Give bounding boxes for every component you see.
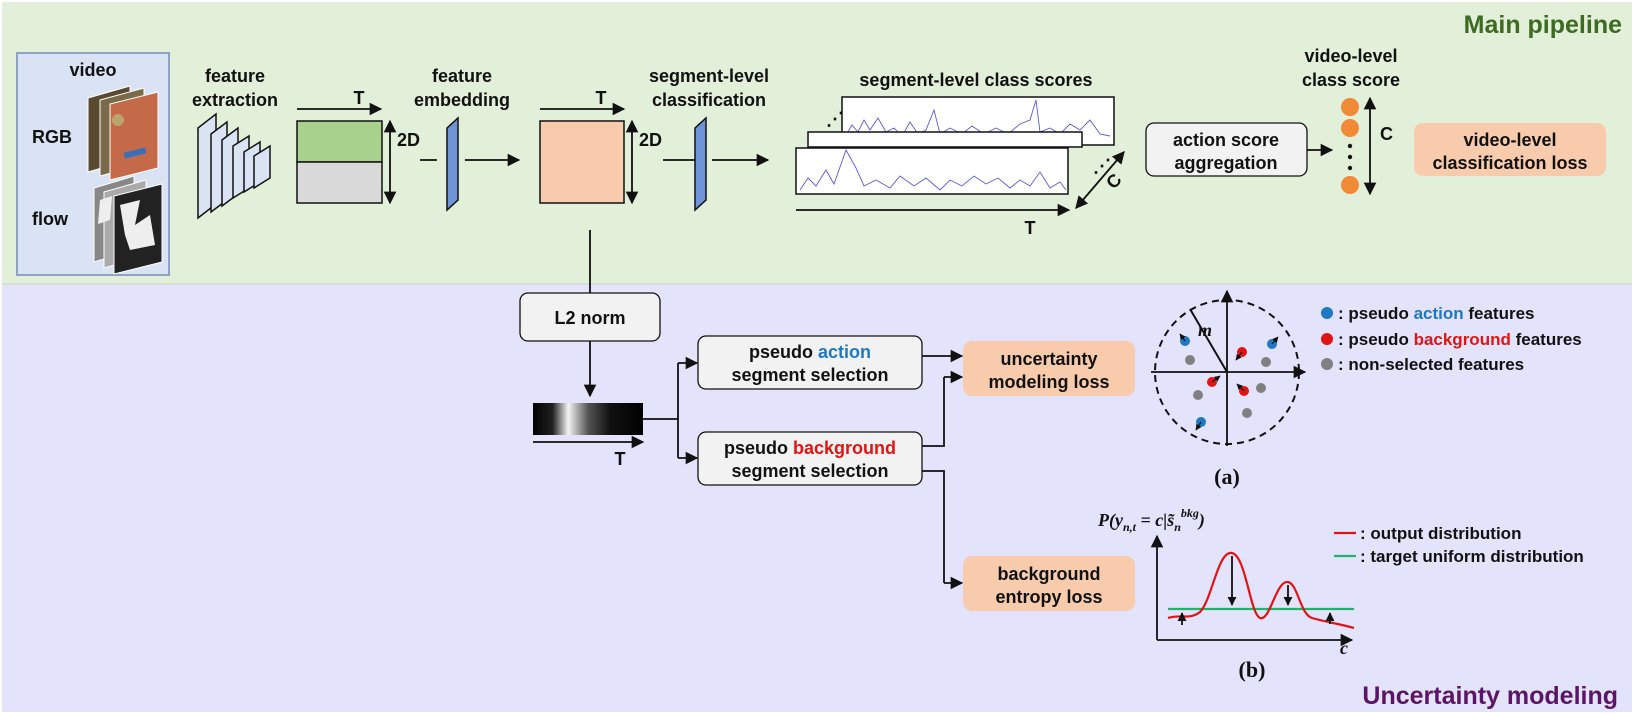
svg-text:2D: 2D [639,130,662,150]
svg-text:: pseudo background features: : pseudo background features [1338,330,1582,349]
video-score-vector: C [1341,96,1393,196]
feature-extraction-label: feature [205,66,265,86]
caption-b: (b) [1239,657,1266,682]
legend-features: : pseudo action features : pseudo backgr… [1321,304,1582,374]
video-score-label: video-level [1304,46,1397,66]
l2-norm-attention-strip [533,403,643,435]
feature-embedding-label: feature [432,66,492,86]
video-input: video RGB flow [16,52,170,276]
uncertainty-modeling-title: Uncertainty modeling [1362,682,1618,710]
svg-text:: output distribution: : output distribution [1360,524,1521,543]
entropy-loss-label-2: entropy loss [995,587,1102,607]
extracted-features-block: T 2D [296,88,420,205]
aggregation-label: action score [1173,130,1279,150]
svg-text:⋰: ⋰ [826,109,844,129]
distribution-formula: P(yn,t = c|s̃nbkg) [1097,506,1205,534]
svg-text:T: T [354,88,365,108]
video-loss-label-2: classification loss [1432,153,1587,173]
uncertainty-loss-box [963,341,1135,396]
uncertainty-loss-label: uncertainty [1000,349,1097,369]
pseudo-action-label-2: segment selection [731,365,888,385]
feature-extraction-label-2: extraction [192,90,278,110]
aggregation-label-2: aggregation [1174,153,1277,173]
feature-embedding-layer [446,116,459,212]
svg-text:: target uniform distribution: : target uniform distribution [1360,547,1584,566]
legend-distributions: : output distribution : target uniform d… [1334,524,1584,566]
flow-frames-image [93,175,163,275]
video-score-label-2: class score [1302,70,1400,90]
pseudo-action-label: pseudo action [749,342,871,362]
svg-text:C: C [1380,124,1393,144]
video-level-loss-box [1414,123,1606,176]
svg-text:: pseudo action features: : pseudo action features [1338,304,1535,323]
pseudo-background-label-2: segment selection [731,461,888,481]
svg-text:T: T [596,88,607,108]
segment-classification-label-2: classification [652,90,766,110]
svg-text:m: m [1198,320,1212,340]
entropy-loss-box [963,556,1135,611]
segment-classification-label: segment-level [649,66,769,86]
svg-text:T: T [615,449,626,469]
svg-text:video: video [69,60,116,80]
svg-text:2D: 2D [397,130,420,150]
video-loss-label: video-level [1463,130,1556,150]
pseudo-action-selection-box [697,335,923,390]
caption-a: (a) [1214,464,1240,489]
svg-text:flow: flow [32,209,69,229]
main-pipeline-title: Main pipeline [1464,11,1622,39]
segment-scores-label: segment-level class scores [859,70,1092,90]
distribution-plot: c [1150,534,1355,658]
svg-text:T: T [1025,218,1036,238]
feature-extraction-network [197,112,271,220]
feature-space-plot: m [1151,289,1307,446]
svg-text:c: c [1340,638,1348,658]
svg-text:: non-selected features: : non-selected features [1338,355,1524,374]
uncertainty-loss-label-2: modeling loss [988,372,1109,392]
l2-norm-label: L2 norm [554,308,625,328]
pseudo-background-selection-box [697,431,923,486]
segment-score-plots: ⋰ ⋰ T C [795,96,1126,238]
rgb-frames-image [87,85,159,181]
entropy-loss-label: background [997,564,1100,584]
embedded-features-block: T 2D [539,88,662,205]
feature-embedding-label-2: embedding [414,90,510,110]
pseudo-background-label: pseudo background [724,438,896,458]
svg-text:RGB: RGB [32,127,72,147]
segment-classifier-layer [694,116,707,212]
